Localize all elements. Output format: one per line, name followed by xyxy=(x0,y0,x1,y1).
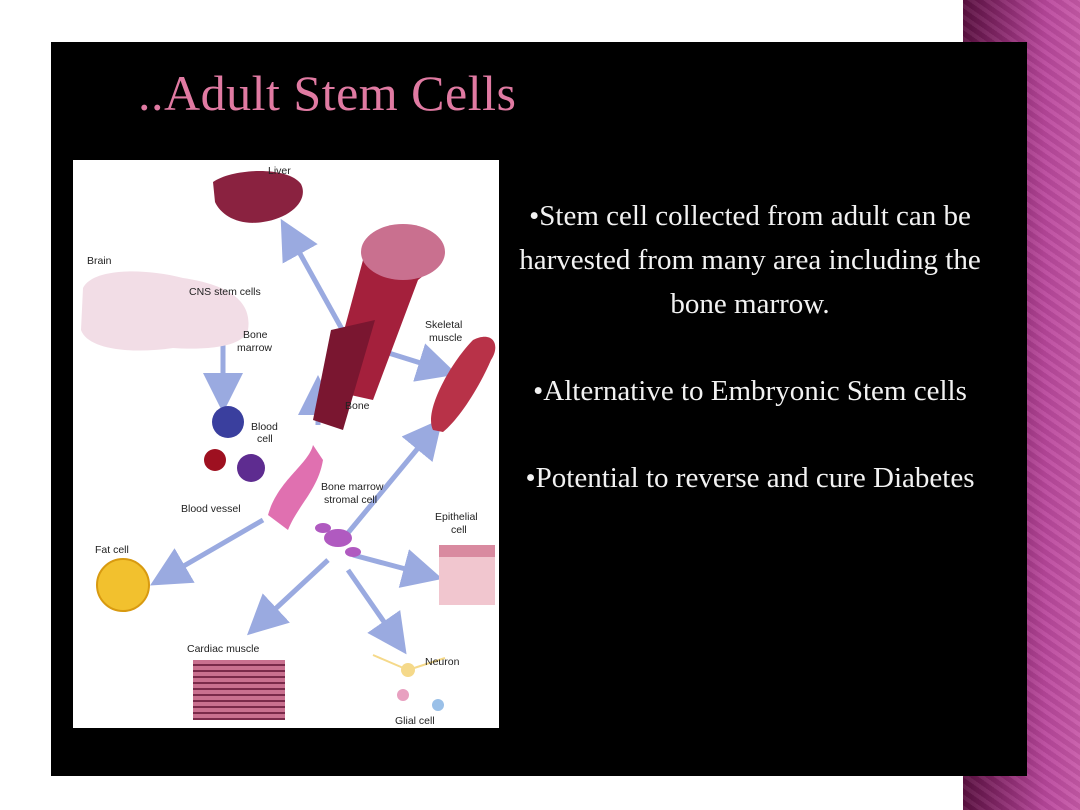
neuron-shape xyxy=(372,654,446,711)
label-epithelial-1: Epithelial xyxy=(435,511,478,523)
blood-cell-white xyxy=(212,406,244,438)
label-bone-marrow-1: Bone xyxy=(243,329,268,341)
label-cardiac: Cardiac muscle xyxy=(187,643,260,655)
label-epithelial-2: cell xyxy=(451,524,467,536)
cardiac-muscle-shape xyxy=(193,660,285,720)
skeletal-muscle-shape xyxy=(431,336,496,432)
bullet-item: •Alternative to Embryonic Stem cells xyxy=(533,375,967,407)
label-stromal-1: Bone marrow xyxy=(321,481,384,493)
label-blood-cell-2: cell xyxy=(257,433,273,445)
label-liver: Liver xyxy=(268,165,291,177)
fat-cell-shape xyxy=(96,558,150,612)
liver-shape xyxy=(213,171,303,223)
label-blood-cell-1: Blood xyxy=(251,421,278,433)
label-glial: Glial cell xyxy=(395,715,435,727)
blood-cell-purple xyxy=(237,454,265,482)
brain-shape xyxy=(81,271,249,351)
bullet-item: •Potential to reverse and cure Diabetes xyxy=(525,462,975,494)
slide-title: ..Adult Stem Cells xyxy=(138,65,517,121)
label-blood-vessel: Blood vessel xyxy=(181,503,241,515)
bullet-list: •Stem cell collected from adult can be h… xyxy=(515,194,985,543)
label-skeletal-1: Skeletal xyxy=(425,319,462,331)
differentiation-arrows xyxy=(150,218,458,655)
stem-cell-diagram: Liver Brain CNS stem cells Bone marrow B… xyxy=(73,160,499,728)
label-neuron: Neuron xyxy=(425,656,460,668)
slide-panel: ..Adult Stem Cells xyxy=(51,42,1027,776)
label-brain: Brain xyxy=(87,255,112,267)
stem-cell-illustration: Liver Brain CNS stem cells Bone marrow B… xyxy=(81,165,496,727)
stromal-cell-shape xyxy=(315,523,361,557)
blood-vessel-shape xyxy=(268,445,323,530)
bullet-item: •Stem cell collected from adult can be h… xyxy=(519,200,981,320)
label-bone-marrow-2: marrow xyxy=(237,342,272,354)
bone-shape xyxy=(313,224,445,430)
label-skeletal-2: muscle xyxy=(429,332,462,344)
label-stromal-2: stromal cell xyxy=(324,494,377,506)
blood-cell-red xyxy=(204,449,226,471)
label-cns-stem-cells: CNS stem cells xyxy=(189,286,261,298)
label-fat-cell: Fat cell xyxy=(95,544,129,556)
label-bone: Bone xyxy=(345,400,370,412)
